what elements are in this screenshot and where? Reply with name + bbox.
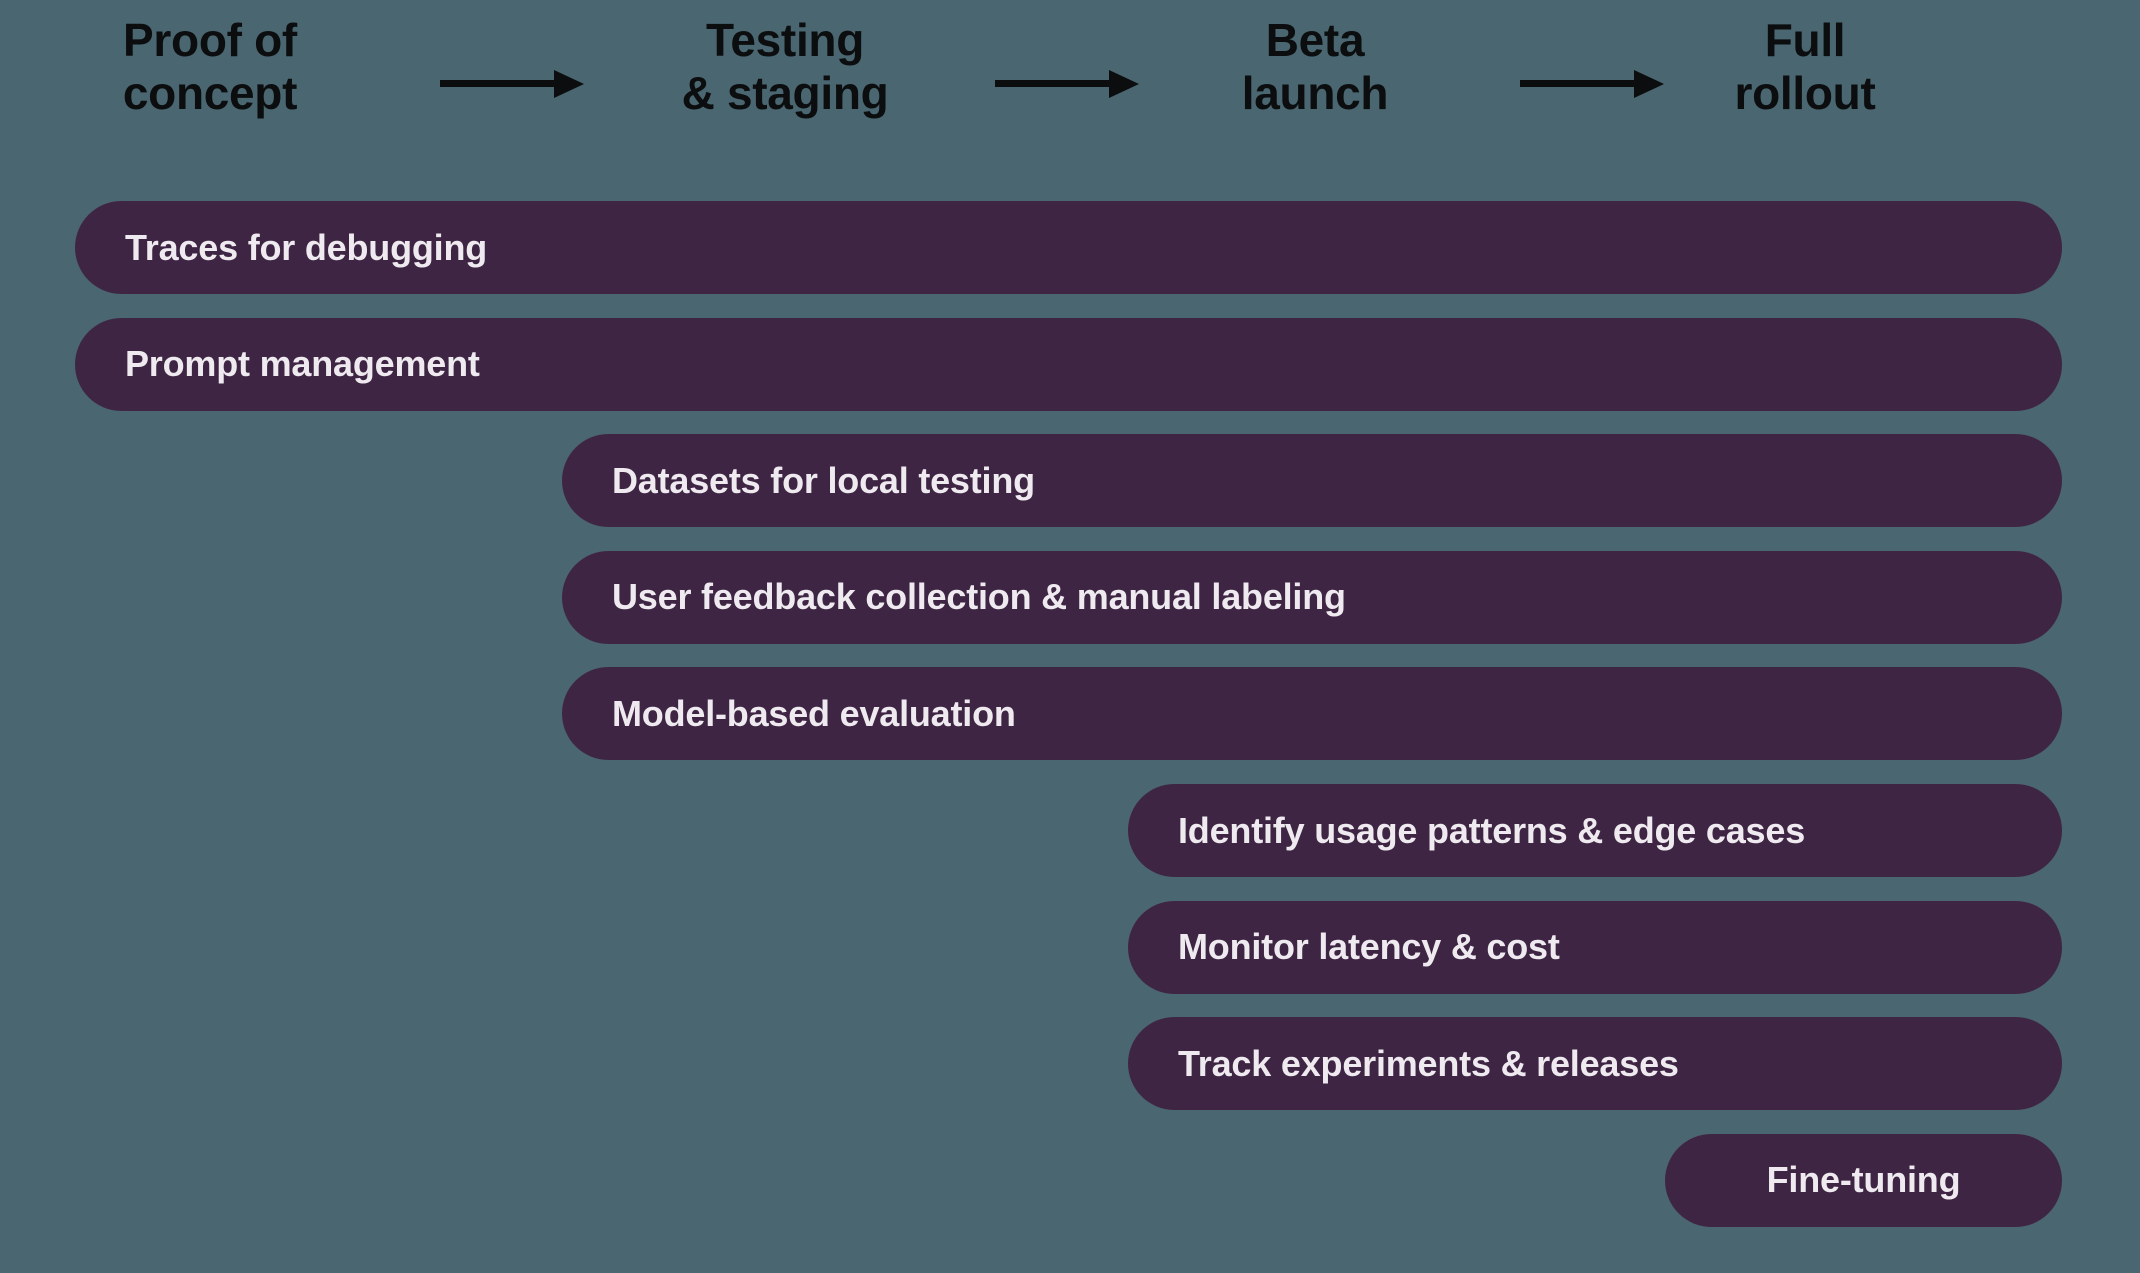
stage-label-full-rollout: Full rollout (1734, 14, 1876, 120)
stage-label-proof-of-concept: Proof of concept (122, 14, 298, 120)
arrow-right-icon (1520, 63, 1664, 103)
capability-bar: User feedback collection & manual labeli… (562, 550, 2062, 644)
capability-bar-label: Model-based evaluation (612, 692, 1016, 734)
capability-bar: Fine-tuning (1665, 1133, 2062, 1227)
arrow-right-icon (440, 63, 584, 103)
stage-label-testing-and-staging: Testing & staging (681, 14, 889, 120)
capability-bar: Monitor latency & cost (1128, 900, 2062, 994)
arrow-right-icon (995, 63, 1139, 103)
capability-bar: Datasets for local testing (562, 434, 2062, 528)
capability-bar-label: User feedback collection & manual labeli… (612, 576, 1346, 618)
stage-header-row: Proof of concept Testing & staging Beta … (0, 0, 2140, 185)
capability-bar-label: Track experiments & releases (1178, 1042, 1679, 1084)
capability-bar: Model-based evaluation (562, 667, 2062, 761)
capability-bar-label: Fine-tuning (1766, 1159, 1961, 1201)
arrow-head (1109, 70, 1139, 98)
capability-bar-label: Identify usage patterns & edge cases (1178, 809, 1806, 851)
stage-label-beta-launch: Beta launch (1241, 14, 1389, 120)
arrow-head (1634, 70, 1664, 98)
capability-bar: Prompt management (75, 317, 2062, 411)
capability-bar-label: Traces for debugging (125, 226, 488, 268)
arrow-head (554, 70, 584, 98)
capability-bar-label: Monitor latency & cost (1178, 926, 1560, 968)
capability-bar: Track experiments & releases (1128, 1017, 2062, 1111)
capability-bar: Traces for debugging (75, 201, 2062, 294)
capability-bar-label: Prompt management (125, 343, 480, 385)
arrow-shaft (440, 80, 558, 87)
capability-bar-label: Datasets for local testing (612, 459, 1035, 501)
arrow-shaft (1520, 80, 1638, 87)
capability-bar: Identify usage patterns & edge cases (1128, 784, 2062, 877)
arrow-shaft (995, 80, 1113, 87)
